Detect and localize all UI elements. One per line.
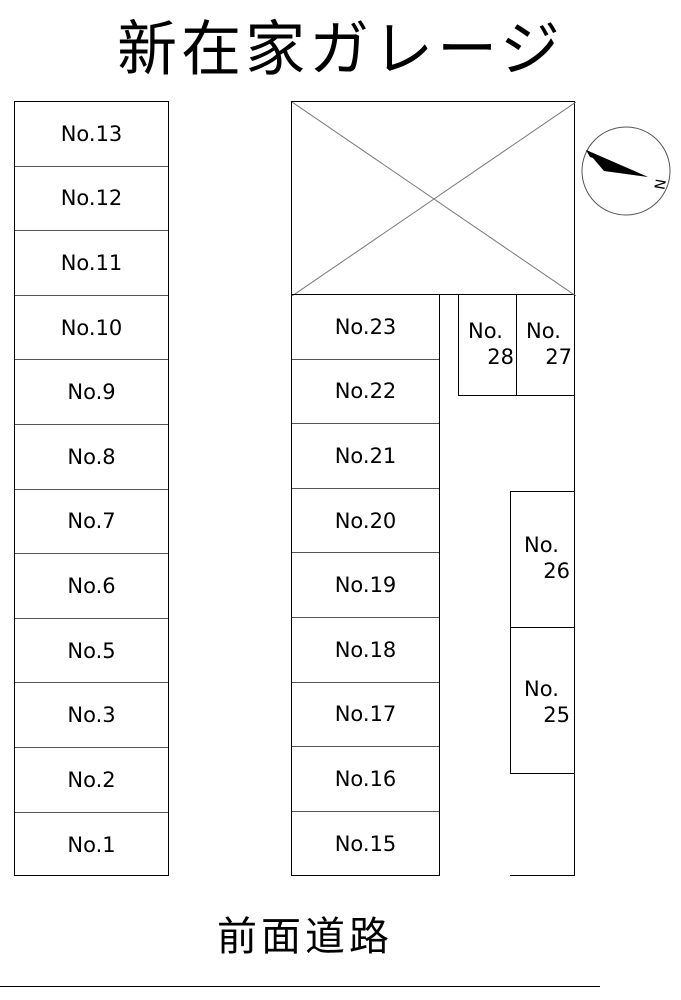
building-cross	[292, 102, 576, 296]
slot-22[interactable]: No.22	[292, 360, 439, 425]
slot-20[interactable]: No.20	[292, 489, 439, 554]
slot-7[interactable]: No.7	[15, 490, 168, 555]
compass-north-label: N	[650, 178, 668, 191]
middle-slot-column: No.23 No.22 No.21 No.20 No.19 No.18 No.1…	[291, 294, 440, 876]
slot-25-label-number: 25	[543, 703, 570, 727]
slot-10[interactable]: No.10	[15, 296, 168, 361]
slot-27-label-number: 27	[545, 345, 572, 369]
slot-19[interactable]: No.19	[292, 553, 439, 618]
slot-17[interactable]: No.17	[292, 683, 439, 748]
slot-13[interactable]: No.13	[15, 102, 168, 167]
slot-11[interactable]: No.11	[15, 231, 168, 296]
slot-15[interactable]: No.15	[334, 832, 397, 857]
slot-28-label-number: 28	[487, 345, 514, 369]
right-boundary-line	[574, 295, 575, 876]
slot-27-label-top: No.	[526, 319, 561, 343]
side-slot-block	[510, 491, 575, 774]
slot-1[interactable]: No.1	[67, 832, 116, 857]
slot-26[interactable]: No. 26	[524, 532, 570, 584]
slot-26-label-number: 26	[543, 559, 570, 583]
slot-25[interactable]: No. 25	[524, 676, 570, 728]
slot-2[interactable]: No.2	[15, 748, 168, 813]
slot-5[interactable]: No.5	[15, 619, 168, 684]
building-block	[291, 101, 576, 296]
bottom-right-line	[510, 875, 575, 876]
compass-icon: N	[581, 126, 671, 216]
slot-6[interactable]: No.6	[15, 554, 168, 619]
slot-27[interactable]: No. 27	[526, 318, 572, 370]
slot-28[interactable]: No. 28	[468, 318, 514, 370]
left-slot-column: No.13 No.12 No.11 No.10 No.9 No.8 No.7 N…	[14, 101, 169, 876]
side-slot-divider	[510, 627, 575, 628]
slot-21[interactable]: No.21	[292, 424, 439, 489]
slot-3[interactable]: No.3	[15, 683, 168, 748]
page-title: 新在家ガレージ	[117, 15, 564, 85]
road-label: 前面道路	[217, 914, 393, 960]
slot-16[interactable]: No.16	[292, 747, 439, 812]
small-slot-divider	[516, 295, 517, 396]
slot-8[interactable]: No.8	[15, 425, 168, 490]
slot-9[interactable]: No.9	[15, 360, 168, 425]
slot-25-label-top: No.	[524, 677, 559, 701]
slot-12[interactable]: No.12	[15, 167, 168, 232]
slot-23[interactable]: No.23	[292, 295, 439, 360]
road-edge-line	[0, 986, 600, 987]
slot-28-label-top: No.	[468, 319, 503, 343]
slot-26-label-top: No.	[524, 533, 559, 557]
slot-18[interactable]: No.18	[292, 618, 439, 683]
